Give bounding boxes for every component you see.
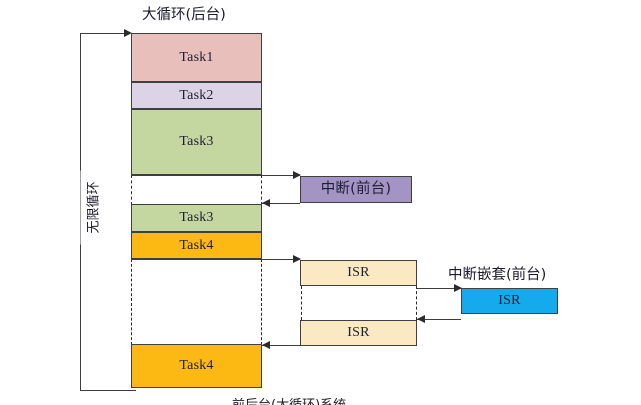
background-loop-title: 大循环(后台) — [142, 7, 226, 23]
arrow-from-nested-isr-head — [417, 314, 425, 323]
arrow-from-isr-line — [262, 345, 302, 346]
task-block-label: Task2 — [179, 87, 214, 103]
task-column-right-rail-gap1 — [261, 175, 262, 205]
task-block-task4-resumed: Task4 — [131, 344, 262, 388]
infinite-loop-label: 无限循环 — [80, 170, 104, 245]
arrow-to-isr1-head — [293, 254, 301, 263]
task-block-task2: Task2 — [131, 82, 262, 109]
nested-interrupt-title: 中断嵌套(前台) — [448, 267, 547, 283]
isr-block-label: ISR — [347, 325, 370, 340]
arrow-to-nested-isr-head — [454, 283, 462, 292]
arrow-to-isr1-line — [262, 259, 300, 260]
task-block-task3-resumed: Task3 — [131, 204, 262, 232]
nested-isr-block: ISR — [461, 288, 558, 314]
isr-gap-left-rail — [301, 286, 302, 320]
loop-bracket-top-arm — [80, 33, 130, 34]
task-column-left-rail-gap1 — [131, 175, 132, 205]
task-block-label: Task1 — [179, 49, 214, 65]
figure-caption-clipped: 前后台(大循环)系统 — [232, 398, 432, 405]
task-block-label: Task3 — [179, 134, 214, 149]
loop-bracket-top-arrowhead — [124, 28, 132, 37]
arrow-from-interrupt-line — [262, 203, 300, 204]
nested-isr-label: ISR — [498, 293, 521, 308]
task-block-label: Task4 — [179, 237, 214, 253]
interrupt-foreground-label: 中断(前台) — [320, 181, 392, 198]
task-gap1-top-edge — [131, 175, 262, 176]
task-column-left-rail-gap2 — [131, 259, 132, 345]
arrow-to-nested-isr-line — [417, 288, 461, 289]
arrow-from-isr-head — [262, 340, 270, 349]
task-block-task1: Task1 — [131, 33, 262, 82]
arrow-from-interrupt-head — [262, 198, 270, 207]
task-block-label: Task3 — [179, 210, 214, 225]
arrow-to-interrupt-head — [293, 170, 301, 179]
task-block-task4-first: Task4 — [131, 232, 262, 259]
task-column-right-rail-gap2 — [261, 259, 262, 345]
task-block-label: Task4 — [179, 358, 214, 373]
isr-block-first: ISR — [300, 260, 417, 286]
isr-gap-right-rail — [416, 286, 417, 320]
isr-block-resumed: ISR — [300, 320, 417, 346]
isr-block-label: ISR — [347, 265, 370, 280]
loop-bracket-bottom-arm — [80, 390, 136, 391]
interrupt-foreground-block: 中断(前台) — [300, 176, 412, 203]
arrow-to-interrupt-line — [262, 175, 300, 176]
task-block-task3-first: Task3 — [131, 109, 262, 175]
arrow-from-nested-isr-line — [417, 319, 461, 320]
task-gap2-top-edge — [131, 259, 262, 260]
